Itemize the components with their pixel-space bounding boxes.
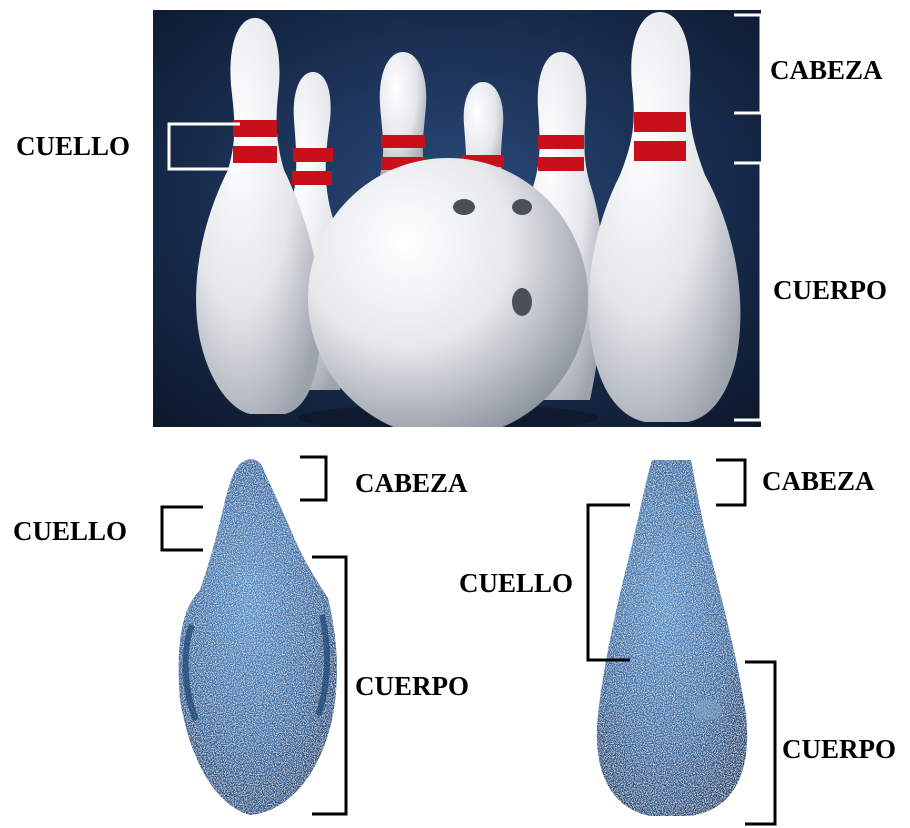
- head-label: CABEZA: [770, 57, 883, 84]
- bowling-pin: [380, 52, 427, 175]
- head-label: CABEZA: [762, 468, 875, 495]
- blue-object-right: [597, 460, 747, 816]
- neck-label: CUELLO: [459, 570, 573, 597]
- neck-label: CUELLO: [13, 518, 127, 545]
- neck-label: CUELLO: [16, 133, 130, 160]
- bowling-photo: [153, 10, 761, 438]
- head-label: CABEZA: [355, 470, 468, 497]
- body-bracket: [745, 662, 775, 824]
- blue-object-left: [179, 459, 337, 815]
- head-bracket: [300, 457, 326, 500]
- body-label: CUERPO: [773, 277, 887, 304]
- neck-bracket: [162, 507, 203, 550]
- body-label: CUERPO: [355, 673, 469, 700]
- head-bracket: [716, 460, 745, 505]
- body-label: CUERPO: [782, 736, 896, 763]
